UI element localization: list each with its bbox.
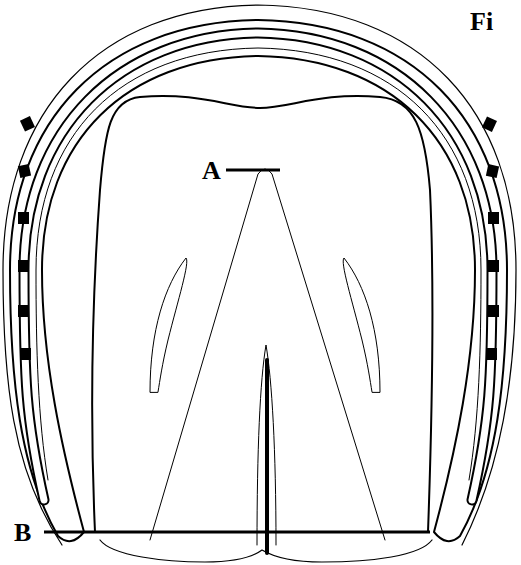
- hoof-wall: [3, 5, 516, 545]
- point-label: A: [202, 158, 221, 184]
- fuller: [24, 33, 492, 500]
- reference-line-b: [44, 531, 430, 534]
- reference-line-a: [226, 169, 280, 172]
- shoe-inner-rim: [36, 48, 481, 480]
- bar: [343, 258, 380, 392]
- figure-label: Fi: [470, 9, 493, 35]
- fuller-inside: [24, 33, 492, 500]
- sole-outline: [92, 96, 432, 532]
- bar: [150, 258, 187, 392]
- sulcus-line: [265, 360, 269, 553]
- nail-holes: [18, 116, 499, 360]
- horseshoe: [10, 20, 507, 541]
- point-label: B: [14, 520, 31, 546]
